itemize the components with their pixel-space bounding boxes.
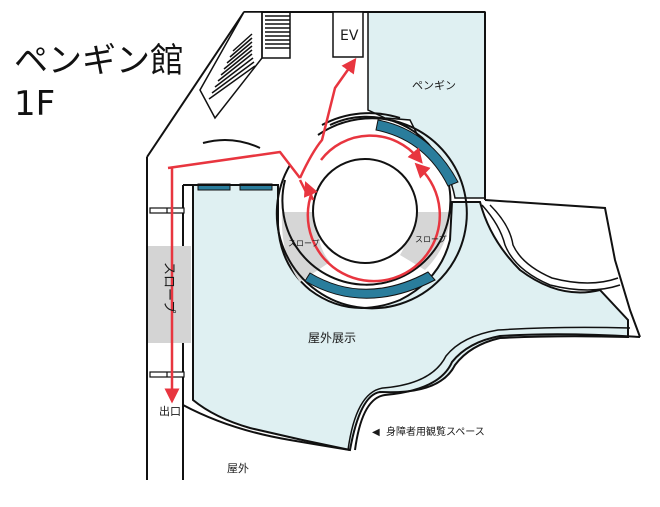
side-slope-panel (148, 246, 191, 343)
slope-label-left: スロープ (288, 239, 320, 248)
walkway-outer-ring-gap (321, 112, 401, 126)
page-title-building: ペンギン館 (14, 41, 184, 81)
walkway-outer-ring (275, 117, 468, 310)
page-title-floor: 1F (14, 84, 55, 124)
penguin-area-label: ペンギン (412, 79, 456, 92)
outdoor-wavy-wall-inner (481, 204, 621, 291)
visitor-route-to-ev (298, 57, 357, 179)
outdoor-boundary-lower-inner (347, 326, 631, 451)
accessible-viewing-label: 身障者用観覧スペース (386, 425, 485, 438)
outdoor-boundary-bottom-curve (182, 404, 351, 451)
elevator-label: EV (340, 28, 359, 44)
exit-label: 出口 (159, 404, 181, 418)
outdoor-wavy-wall-inner-2 (489, 204, 619, 284)
elevator-shaft (332, 11, 364, 58)
visitor-route-entrance (167, 150, 301, 179)
staircase (199, 11, 291, 120)
outdoor-wavy-wall-outer (484, 199, 641, 338)
building-outer-wall-diagonal (146, 11, 245, 158)
door-marker-lower (149, 371, 185, 378)
slope-label-right: スロープ (415, 235, 447, 244)
outdoor-boundary-lower (354, 333, 641, 451)
entrance-curved-wall (202, 138, 261, 149)
outdoor-exhibit-label: 屋外展示 (308, 331, 356, 345)
visitor-route-loop-start (303, 181, 318, 201)
slope-area-left (281, 212, 330, 282)
viewing-window-top-right (375, 119, 459, 187)
door-marker-upper (149, 207, 185, 214)
visitor-route-upper-loop (320, 134, 423, 164)
outdoors-label: 屋外 (227, 462, 249, 475)
left-triangle-icon: ◀ (372, 427, 380, 438)
walkway-inner-ring (281, 115, 452, 286)
side-slope-label: スロープ (161, 262, 176, 313)
central-tank (312, 158, 418, 264)
viewing-window-bottom (304, 271, 436, 299)
